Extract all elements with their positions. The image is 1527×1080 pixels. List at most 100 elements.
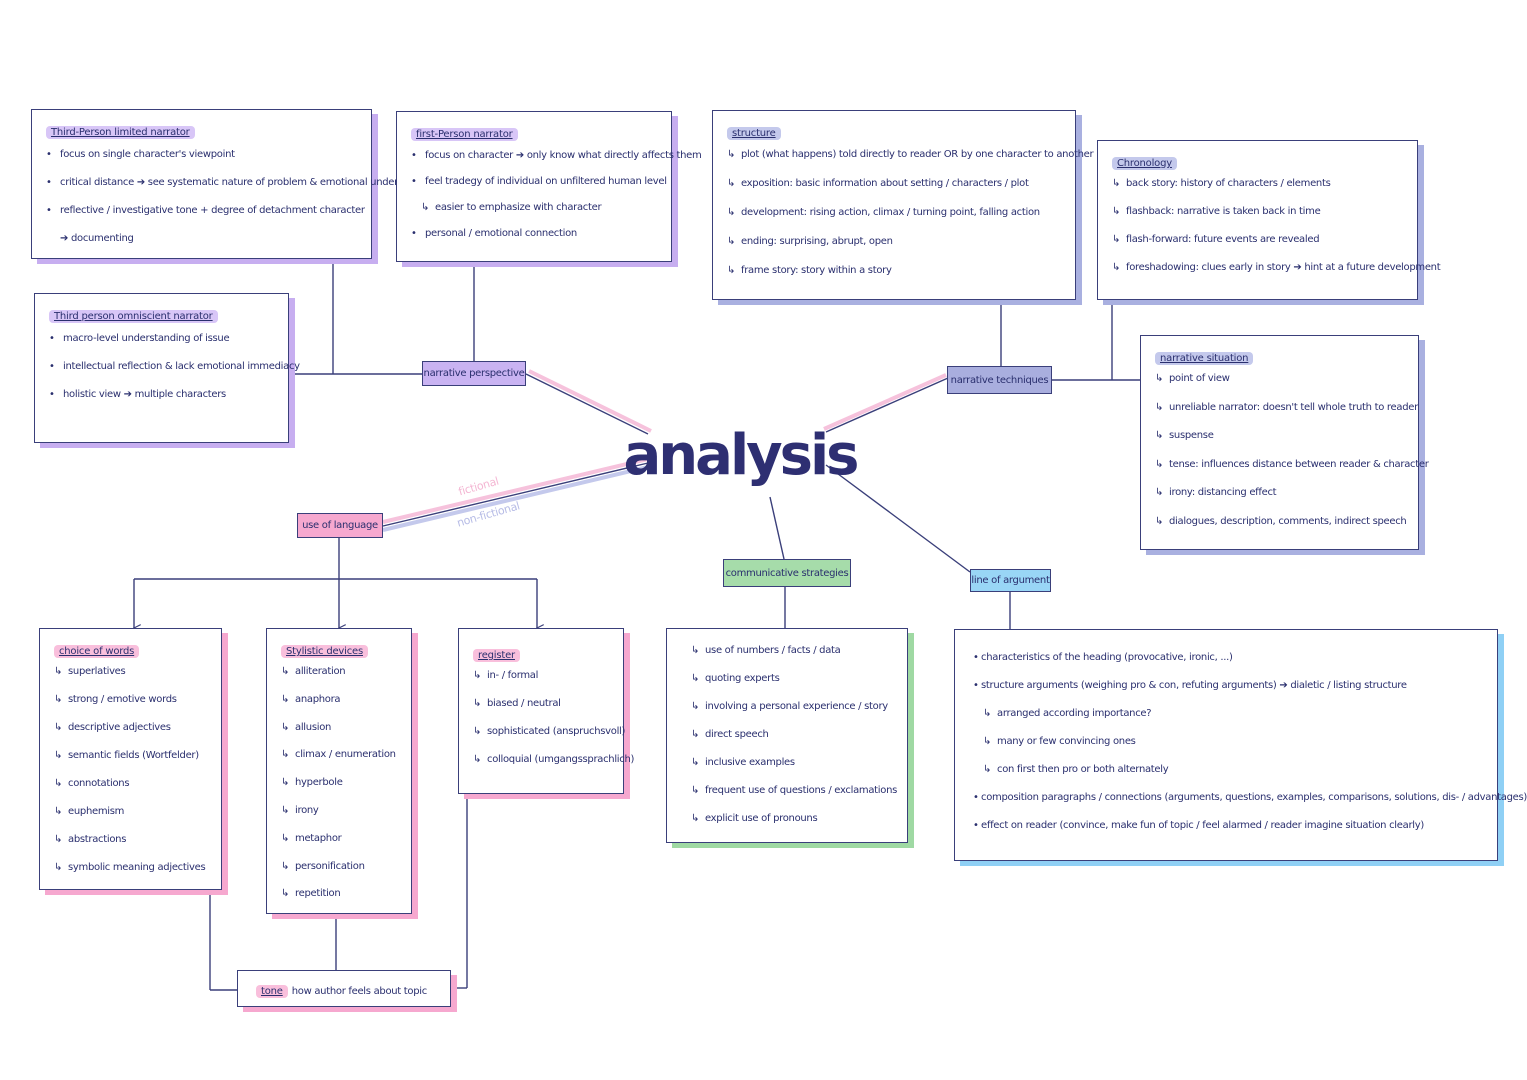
list-item: •holistic view ➔ multiple characters (49, 381, 276, 409)
box-title: tone (256, 985, 288, 998)
node-narrative-perspective[interactable]: narrative perspective (422, 361, 526, 386)
box-communicative-strategies: ↳use of numbers / facts / data ↳quoting … (666, 628, 908, 843)
list-item: •intellectual reflection & lack emotiona… (49, 353, 300, 381)
list-item: ↳biased / neutral (473, 690, 611, 718)
arrow-icon: ↳ (54, 834, 63, 845)
arrow-icon: ↳ (473, 670, 482, 681)
arrow-icon: ↳ (727, 178, 736, 189)
list-item: ↳suspense (1155, 422, 1406, 451)
arrow-icon: ↳ (691, 813, 700, 824)
list-item: ↳allusion (281, 714, 399, 742)
list-item: •reflective / investigative tone + degre… (46, 197, 365, 225)
list-item: ↳sophisticated (anspruchsvoll) (473, 718, 625, 746)
bullet-icon: • (973, 820, 979, 831)
list-item: ↳quoting experts (691, 665, 895, 693)
bullet-icon: • (411, 228, 417, 239)
box-title: Third-Person limited narrator (46, 126, 195, 139)
box-third-person-limited: Third-Person limited narrator •focus on … (31, 109, 420, 259)
box-line-of-argument: •characteristics of the heading (provoca… (954, 629, 1527, 861)
bullet-icon: • (46, 177, 52, 188)
list-item: ↳euphemism (54, 798, 209, 826)
list-item: ↳superlatives (54, 658, 209, 686)
bullet-icon: • (49, 389, 55, 400)
list-item: •macro-level understanding of issue (49, 325, 276, 353)
list-item: ↳in- / formal (473, 662, 611, 690)
list-item: ↳climax / enumeration (281, 741, 399, 769)
arrow-icon: ↳ (473, 698, 482, 709)
list-item: ↳arranged according importance? (973, 700, 1485, 728)
arrow-icon: ↳ (54, 778, 63, 789)
link-center-perspective (525, 373, 649, 435)
list-item: •composition paragraphs / connections (a… (973, 784, 1527, 812)
arrow-icon: ↳ (1112, 234, 1121, 245)
list-item: ↳metaphor (281, 825, 399, 853)
list-item: ↳abstractions (54, 826, 209, 854)
box-title: structure (727, 127, 781, 140)
list-item: ↳development: rising action, climax / tu… (727, 198, 1063, 227)
bullet-icon: • (973, 680, 979, 691)
list-item: •focus on character ➔ only know what dir… (411, 143, 702, 169)
arrow-icon: ↳ (54, 666, 63, 677)
bullet-icon: • (46, 149, 52, 160)
list-item: ↳anaphora (281, 686, 399, 714)
arrow-icon: ↳ (281, 804, 290, 816)
arrow-icon: ↳ (691, 645, 700, 656)
bullet-icon: • (973, 652, 979, 663)
list-item: ↳descriptive adjectives (54, 714, 209, 742)
arrow-icon: ↳ (281, 693, 290, 705)
arrow-icon: ↳ (691, 785, 700, 796)
bullet-icon: • (411, 176, 417, 187)
list-item: •characteristics of the heading (provoca… (973, 644, 1485, 672)
list-item: ↳plot (what happens) told directly to re… (727, 140, 1094, 169)
node-line-of-argument[interactable]: line of argument (970, 569, 1051, 592)
list-item: ↳use of numbers / facts / data (691, 637, 895, 665)
box-title: narrative situation (1155, 352, 1254, 365)
node-use-of-language[interactable]: use of language (297, 513, 383, 538)
arrow-icon: ↳ (1155, 430, 1164, 441)
bullet-icon: • (411, 150, 417, 161)
arrow-icon: ↳ (691, 701, 700, 712)
list-item: ↳point of view (1155, 365, 1406, 394)
arrow-icon: ↳ (691, 729, 700, 740)
list-item: ↳ending: surprising, abrupt, open (727, 227, 1063, 256)
list-item: ↳frequent use of questions / exclamation… (691, 777, 897, 805)
link-center-communicative (769, 496, 785, 560)
list-item: ↳explicit use of pronouns (691, 805, 895, 833)
arrow-icon: ↳ (281, 860, 290, 872)
list-item: ↳inclusive examples (691, 749, 895, 777)
list-item: ↳irony: distancing effect (1155, 479, 1406, 508)
list-item: ↳hyperbole (281, 769, 399, 797)
arrow-icon: ↳ (691, 757, 700, 768)
box-choice-of-words: choice of words ↳superlatives ↳strong / … (39, 628, 222, 890)
list-item: ↳symbolic meaning adjectives (54, 854, 209, 882)
bullet-icon: • (973, 792, 979, 803)
arrow-icon: ↳ (983, 736, 992, 747)
arrow-icon: ↳ (727, 236, 736, 247)
arrow-icon: ↳ (473, 754, 482, 765)
bullet-icon: • (49, 333, 55, 344)
list-item: ↳semantic fields (Wortfelder) (54, 742, 209, 770)
list-item: ↳frame story: story within a story (727, 256, 1063, 285)
arrow-icon: ↳ (727, 149, 736, 160)
arrow-icon: ↳ (473, 726, 482, 737)
arrow-icon: ↳ (1155, 401, 1164, 413)
link-center-language (382, 462, 649, 527)
list-item: ↳many or few convincing ones (973, 728, 1485, 756)
list-item: ↳irony (281, 797, 399, 825)
bullet-icon: • (49, 361, 55, 372)
link-center-techniques (825, 377, 949, 433)
tone-text: how author feels about topic (291, 986, 428, 997)
list-item: ↳dialogues, description, comments, indir… (1155, 508, 1407, 537)
arrow-icon: ↳ (54, 750, 63, 761)
list-item: ↳tense: influences distance between read… (1155, 451, 1429, 480)
node-narrative-techniques[interactable]: narrative techniques (947, 366, 1052, 394)
box-third-person-omniscient: Third person omniscient narrator •macro-… (34, 293, 300, 443)
bullet-icon: • (46, 205, 52, 216)
arrow-icon: ↳ (1155, 515, 1164, 527)
node-communicative-strategies[interactable]: communicative strategies (723, 559, 851, 587)
arrow-icon: ↳ (1112, 178, 1121, 189)
list-item: •critical distance ➔ see systematic natu… (46, 169, 420, 197)
arrow-icon: ↳ (727, 265, 736, 276)
